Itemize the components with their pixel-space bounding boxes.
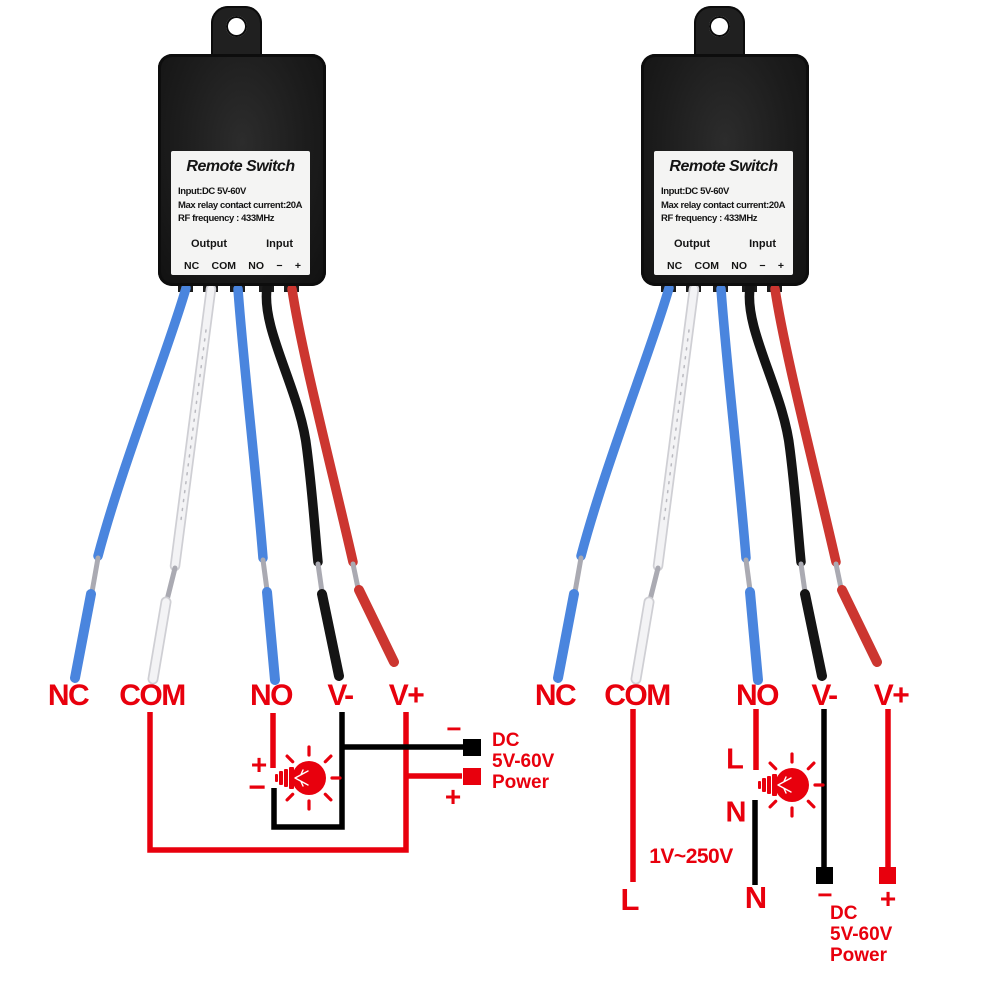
wire-label-com: COM [119,679,186,712]
wire-label-nc: NC [534,679,577,712]
output-header: Output [674,237,711,250]
io-headers: Output Input [171,238,310,250]
output-header: Output [191,237,228,250]
supply-plus-sign: + [879,883,897,914]
terminal-no: NO [248,259,265,272]
device-label: Remote Switch Input:DC 5V-60V Max relay … [654,151,793,275]
terminal-nc: NC [184,259,200,272]
wire-fan-left [75,280,394,680]
device-title: Remote Switch [669,158,778,175]
wire-label-vminus: V- [327,679,354,712]
bulb-minus-sign: − [248,771,266,804]
terminal-minus: − [759,259,766,272]
terminal-com: COM [694,259,719,272]
wire-label-no: NO [250,679,294,712]
hanging-hole-icon [709,16,730,37]
wire-label-com: COM [604,679,671,712]
caption-line: Power [830,945,888,966]
terminal-plus: + [777,259,784,272]
input-header: Input [266,237,293,250]
supply-negative-terminal [816,867,833,884]
supply-positive-terminal [879,867,896,884]
wire-label-vminus: V- [811,679,838,712]
bulb-plus-sign: + [250,749,268,780]
terminal-com: COM [211,259,236,272]
device-body: Remote Switch Input:DC 5V-60V Max relay … [641,54,809,286]
supply-positive-terminal [463,768,481,785]
caption-line: DC [492,730,520,751]
spec-line: Input:DC 5V-60V [178,186,246,197]
bulb-neutral-label: N [725,796,747,829]
device-specs: Input:DC 5V-60V Max relay contact curren… [178,185,310,226]
com-to-vplus-line [147,712,409,853]
wire-label-nc: NC [47,679,90,712]
supply-minus-sign: − [446,713,462,744]
caption-line: Power [492,772,550,793]
bulb-icon [756,752,825,818]
hanging-hole-icon [226,16,247,37]
mains-live-label: L [620,882,640,917]
bulb-icon [273,745,342,811]
supply-minus-sign: − [817,879,833,910]
device-title: Remote Switch [186,158,295,175]
terminal-minus: − [276,259,283,272]
remote-switch-module-left: Remote Switch Input:DC 5V-60V Max relay … [158,6,326,288]
spec-line: Input:DC 5V-60V [661,186,729,197]
terminal-names: NC COM NO − + [171,260,310,272]
supply-plus-sign: + [444,781,462,812]
spec-line: Max relay contact current:20A [661,199,786,211]
wire-fan-right [558,280,877,680]
vminus-to-bulb-line [271,712,345,830]
mains-neutral-label: N [744,880,768,915]
terminal-nc: NC [667,259,683,272]
supply-negative-terminal [463,739,481,756]
input-header: Input [749,237,776,250]
spec-line: RF frequency : 433MHz [178,213,275,224]
io-headers: Output Input [654,238,793,250]
terminal-no: NO [731,259,748,272]
wire-label-vplus: V+ [388,679,425,712]
remote-switch-module-right: Remote Switch Input:DC 5V-60V Max relay … [641,6,809,288]
dc-power-caption: DC 5V-60V Power [492,730,554,793]
device-label: Remote Switch Input:DC 5V-60V Max relay … [171,151,310,275]
spec-line: Max relay contact current:20A [178,199,303,211]
caption-line: 5V-60V [492,751,555,772]
terminal-names: NC COM NO − + [654,260,793,272]
right-circuit [630,709,896,885]
bulb-live-label: L [726,743,744,776]
terminal-plus: + [294,259,301,272]
mains-voltage-label: 1V~250V [649,845,733,868]
wire-label-vplus: V+ [873,679,910,712]
device-body: Remote Switch Input:DC 5V-60V Max relay … [158,54,326,286]
caption-line: DC [830,903,858,924]
left-circuit [147,712,481,853]
device-specs: Input:DC 5V-60V Max relay contact curren… [661,185,793,226]
dc-power-caption: DC 5V-60V Power [830,903,892,966]
wire-label-no: NO [736,679,780,712]
caption-line: 5V-60V [830,924,893,945]
spec-line: RF frequency : 433MHz [661,213,758,224]
